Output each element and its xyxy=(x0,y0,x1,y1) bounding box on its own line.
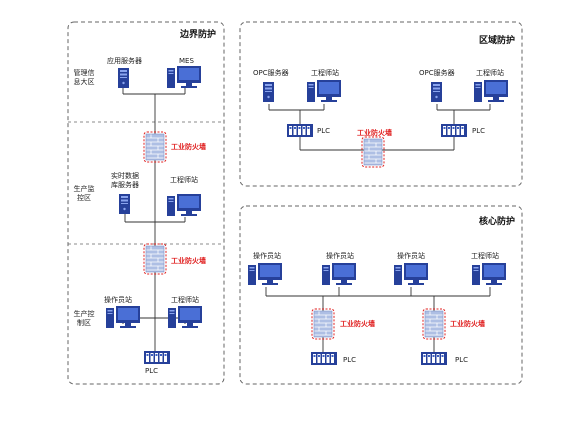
regional-links xyxy=(268,104,491,151)
opc-server-label: OPC服务器 xyxy=(419,69,455,77)
firewall-label: 工业防火墙 xyxy=(340,320,375,328)
engineer-workstation-icon xyxy=(307,80,341,102)
boundary-panel-title: 边界防护 xyxy=(180,30,217,40)
plc-label: PLC xyxy=(317,127,331,135)
engineer-workstation-icon xyxy=(474,80,508,102)
firewall-label: 工业防火墙 xyxy=(171,143,206,151)
firewall-icon xyxy=(143,243,167,275)
engineer-workstation-icon xyxy=(472,263,506,285)
mes-label: MES xyxy=(179,57,194,65)
plc-label: PLC xyxy=(472,127,486,135)
firewall-label: 工业防火墙 xyxy=(450,320,485,328)
core-panel-border xyxy=(239,205,523,385)
plc-label: PLC xyxy=(455,356,469,364)
engineer-workstation-icon xyxy=(168,306,202,328)
engineer-station-label: 工程师站 xyxy=(311,69,339,77)
firewall-icon xyxy=(361,136,385,168)
operator-station-label: 操作员站 xyxy=(397,252,425,260)
zone-label-management: 管理信息大区 xyxy=(73,69,95,86)
firewall-icon xyxy=(311,308,335,340)
zone-label-monitoring: 生产监控区 xyxy=(73,185,95,202)
engineer-station-label: 工程师站 xyxy=(476,69,504,77)
plc-rack-icon xyxy=(421,352,447,365)
firewall-label: 工业防火墙 xyxy=(171,257,206,265)
operator-workstation-icon xyxy=(248,263,282,285)
operator-workstation-icon xyxy=(106,306,140,328)
engineer-station-label: 工程师站 xyxy=(170,176,198,184)
firewall-label: 工业防火墙 xyxy=(357,129,392,137)
firewall-icon xyxy=(422,308,446,340)
app-server-icon xyxy=(118,68,129,88)
engineer-station-label: 工程师站 xyxy=(471,252,499,260)
opc-server-icon xyxy=(431,82,442,102)
regional-panel-title: 区域防护 xyxy=(479,36,516,46)
boundary-panel-border xyxy=(67,21,225,385)
mes-workstation-icon xyxy=(167,66,201,88)
operator-workstation-icon xyxy=(394,263,428,285)
zone-label-control: 生产控制区 xyxy=(73,310,95,327)
plc-rack-icon xyxy=(441,124,467,137)
app-server-label: 应用服务器 xyxy=(107,57,142,65)
core-panel-title: 核心防护 xyxy=(479,217,516,227)
plc-rack-icon xyxy=(311,352,337,365)
realtime-db-label: 实时数据库服务器 xyxy=(111,172,139,189)
plc-rack-icon xyxy=(287,124,313,137)
opc-server-label: OPC服务器 xyxy=(253,69,289,77)
operator-station-label: 操作员站 xyxy=(104,296,132,304)
plc-label: PLC xyxy=(145,367,159,375)
engineer-station-label: 工程师站 xyxy=(171,296,199,304)
plc-label: PLC xyxy=(343,356,357,364)
operator-workstation-icon xyxy=(322,263,356,285)
plc-rack-icon xyxy=(144,351,170,364)
operator-station-label: 操作员站 xyxy=(253,252,281,260)
regional-panel-border xyxy=(239,21,523,187)
opc-server-icon xyxy=(263,82,274,102)
operator-station-label: 操作员站 xyxy=(326,252,354,260)
engineer-workstation-icon xyxy=(167,194,201,216)
firewall-icon xyxy=(143,131,167,163)
realtime-db-server-icon xyxy=(119,194,130,214)
